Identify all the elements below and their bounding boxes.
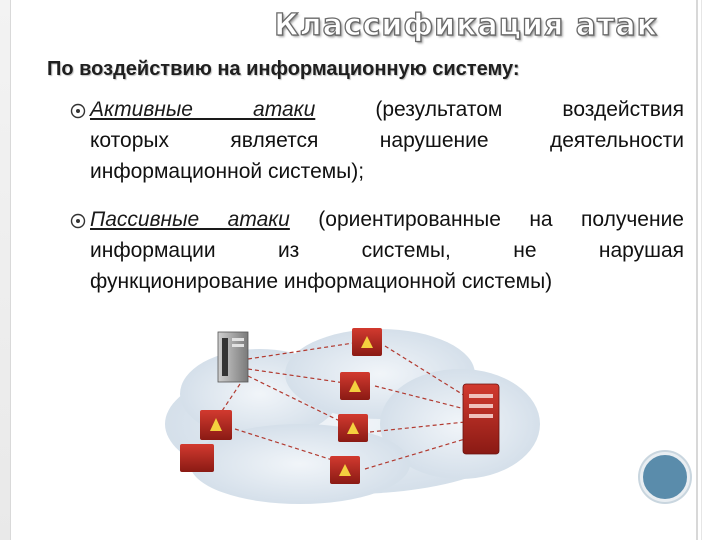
passive-attacks-link[interactable]: Пассивные атаки bbox=[90, 208, 290, 231]
item-line-3: функционирование информационной системы) bbox=[90, 270, 553, 293]
computer-icon bbox=[352, 328, 382, 356]
list-item-active-attacks: Активные атаки (результатом воздействия … bbox=[70, 94, 684, 187]
server-icon bbox=[217, 331, 249, 383]
item-line-3: информационной системы); bbox=[90, 160, 365, 183]
computer-icon bbox=[200, 410, 232, 440]
item-text: (результатом воздействия bbox=[375, 98, 684, 121]
item-line-1: Активные атаки (результатом воздействия bbox=[90, 94, 684, 125]
flower-bullet-icon bbox=[70, 103, 86, 119]
left-rail bbox=[0, 0, 11, 540]
right-rail bbox=[696, 0, 698, 540]
item-line-2: которых является нарушение деятельности bbox=[90, 129, 684, 152]
slide-subtitle: По воздействию на информационную систему… bbox=[47, 58, 520, 80]
item-text: (ориентированные на получение bbox=[318, 208, 684, 231]
firewall-icon bbox=[462, 383, 500, 455]
active-attacks-link[interactable]: Активные атаки bbox=[90, 98, 316, 121]
list-item-passive-attacks: Пассивные атаки (ориентированные на полу… bbox=[70, 204, 684, 297]
decorative-circle bbox=[640, 452, 690, 502]
attack-network-diagram bbox=[165, 328, 540, 504]
computer-icon bbox=[338, 414, 368, 442]
computer-icon bbox=[330, 456, 360, 484]
computer-icon bbox=[340, 372, 370, 400]
slide-title: Классификация атак bbox=[273, 7, 658, 43]
right-rail-thin bbox=[701, 0, 702, 540]
item-line-1: Пассивные атаки (ориентированные на полу… bbox=[90, 204, 684, 235]
flower-bullet-icon bbox=[70, 213, 86, 229]
computer-icon bbox=[180, 444, 214, 472]
attack-links bbox=[219, 341, 471, 470]
item-line-2: информации из системы, не нарушая bbox=[90, 239, 684, 262]
